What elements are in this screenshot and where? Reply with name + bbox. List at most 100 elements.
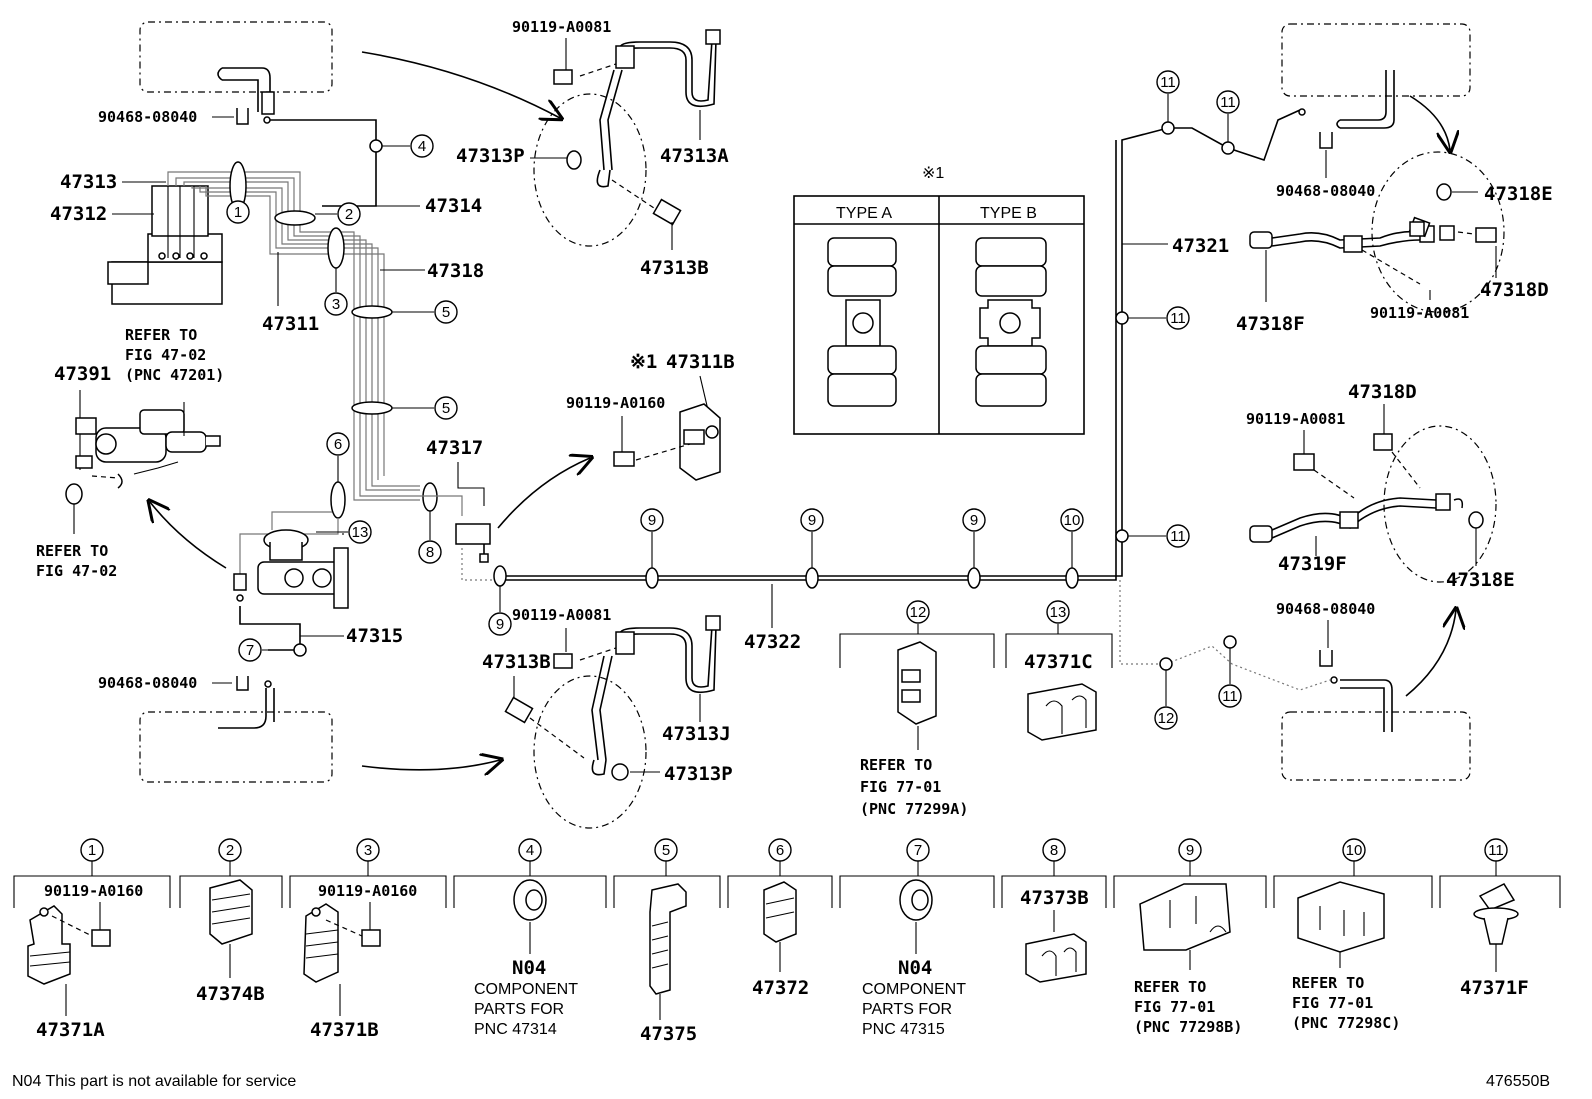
arrow-to-rear-right-hose: [1405, 610, 1456, 697]
arrow-to-front-left-hose: [361, 51, 560, 118]
part-label: 90119-A0081: [512, 606, 611, 624]
svg-text:8: 8: [426, 544, 434, 561]
callout-13a: 13: [348, 520, 372, 544]
legend-label: 47371B: [310, 1019, 379, 1041]
callout-9b: 9: [640, 508, 664, 532]
legend-item-11: 47371F: [1460, 883, 1529, 999]
legend-extra: 90119-A0160: [318, 882, 417, 900]
svg-text:12: 12: [1158, 710, 1175, 727]
part-label-marker: ※1: [630, 351, 657, 373]
svg-text:13: 13: [352, 524, 369, 541]
detail-circle-rear-left: [1371, 151, 1505, 313]
part-label: 47311B: [666, 351, 735, 373]
svg-text:1: 1: [88, 842, 96, 859]
type-a-label: TYPE A: [836, 205, 892, 222]
svg-text:5: 5: [662, 842, 670, 859]
svg-text:3: 3: [364, 842, 372, 859]
part-label: 47318D: [1348, 381, 1417, 403]
legend: 1 2 3 4 5 6 7 8 9 10 11 90119-A0160: [13, 838, 1561, 1045]
legend-item-3: 90119-A0160 47371B: [303, 882, 417, 1041]
part-label: 47313: [60, 171, 117, 193]
part-label: 90468-08040: [98, 674, 197, 692]
part-label: 47318E: [1446, 569, 1515, 591]
grommet: [65, 483, 83, 505]
fitting-90468-08040-bottom-left: 90468-08040: [98, 674, 272, 692]
svg-text:9: 9: [808, 512, 816, 529]
clip-3-ellipse: [327, 227, 345, 269]
svg-text:2: 2: [345, 206, 353, 223]
arrow-to-front-right-hose: [361, 760, 500, 770]
callout-9c: 9: [800, 508, 824, 532]
part-label: 47318: [427, 260, 484, 282]
part-label: 47313B: [640, 257, 709, 279]
legend-callout-4: 4: [518, 838, 542, 862]
rear-right-wheel-box: [1281, 679, 1471, 781]
callout-3: 3: [324, 292, 348, 316]
clip-5-ellipse-b: [351, 401, 393, 415]
callouts: 1 2 3 4 5 5 6 7 8 9 9 9 9 10 11 11 11 11…: [226, 70, 1242, 730]
svg-text:10: 10: [1346, 842, 1363, 859]
part-label: 90119-A0081: [512, 18, 611, 36]
callout-13b: 13: [1046, 600, 1070, 624]
part-label: 90468-08040: [98, 108, 197, 126]
callout-5a: 5: [434, 300, 458, 324]
part-label: 90119-A0081: [1370, 304, 1469, 322]
fitting-90468-08040-top-left: 90468-08040: [98, 108, 271, 126]
clip-5-ellipse-a: [351, 305, 393, 319]
callout-2: 2: [337, 202, 361, 226]
refer-note: (PNC 77299A): [860, 800, 968, 818]
refer-note: (PNC 77298C): [1292, 1014, 1400, 1032]
arrow-to-47311b: [497, 458, 590, 529]
arrow-to-rear-left-hose: [1409, 95, 1450, 150]
refer-note: REFER TO: [1292, 974, 1364, 992]
part-label: 47313P: [664, 763, 733, 785]
callout-11c: 11: [1166, 306, 1190, 330]
clip-4-node: [369, 139, 383, 153]
part-label: 90468-08040: [1276, 600, 1375, 618]
legend-label: N04: [898, 957, 932, 979]
callout-8: 8: [418, 540, 442, 564]
legend-label: 47372: [752, 977, 809, 999]
diagram-id: 476550B: [1486, 1073, 1550, 1090]
svg-text:10: 10: [1064, 512, 1081, 529]
callout-4: 4: [410, 134, 434, 158]
callout-11b: 11: [1216, 90, 1240, 114]
brake-line-47322-47321: [500, 109, 1301, 577]
part-label: 47314: [425, 195, 482, 217]
refer-note: REFER TO: [36, 542, 108, 560]
legend-desc: PNC 47315: [862, 1021, 945, 1038]
part-label: 47311: [262, 313, 319, 335]
refer-note: FIG 77-01: [860, 778, 941, 796]
legend-label: 47371A: [36, 1019, 105, 1041]
legend-callout-7: 7: [906, 838, 930, 862]
legend-label: N04: [512, 957, 546, 979]
legend-callout-11: 11: [1484, 838, 1508, 862]
part-label: 47315: [346, 625, 403, 647]
arrow-to-47391: [150, 502, 227, 569]
type-box-marker: ※1: [922, 165, 944, 182]
clip-12-group: REFER TO FIG 77-01 (PNC 77299A): [839, 624, 995, 818]
clip-6-ellipse: [330, 481, 346, 519]
svg-text:9: 9: [1186, 842, 1194, 859]
legend-callout-6: 6: [768, 838, 792, 862]
callout-10: 10: [1060, 508, 1084, 532]
refer-note: (PNC 77298B): [1134, 1018, 1242, 1036]
detail-circle-front-right: [533, 675, 647, 829]
svg-text:3: 3: [332, 296, 340, 313]
brake-line-rear-right-dotted: [1119, 580, 1331, 691]
brake-line-bundle-47318: [167, 171, 420, 501]
refer-note: FIG 47-02: [125, 346, 206, 364]
legend-item-4: N04 COMPONENT PARTS FOR PNC 47314: [474, 879, 578, 1038]
front-right-wheel-box: [139, 688, 333, 783]
legend-desc: PARTS FOR: [862, 1001, 952, 1018]
svg-text:5: 5: [442, 400, 450, 417]
svg-text:11: 11: [1488, 842, 1504, 859]
legend-extra: 90119-A0160: [44, 882, 143, 900]
legend-label: 47371F: [1460, 977, 1529, 999]
part-label: 47313A: [660, 145, 729, 167]
legend-callout-8: 8: [1042, 838, 1066, 862]
part-label: 47371C: [1024, 651, 1093, 673]
svg-text:12: 12: [910, 604, 927, 621]
front-left-wheel-box: [139, 21, 333, 115]
